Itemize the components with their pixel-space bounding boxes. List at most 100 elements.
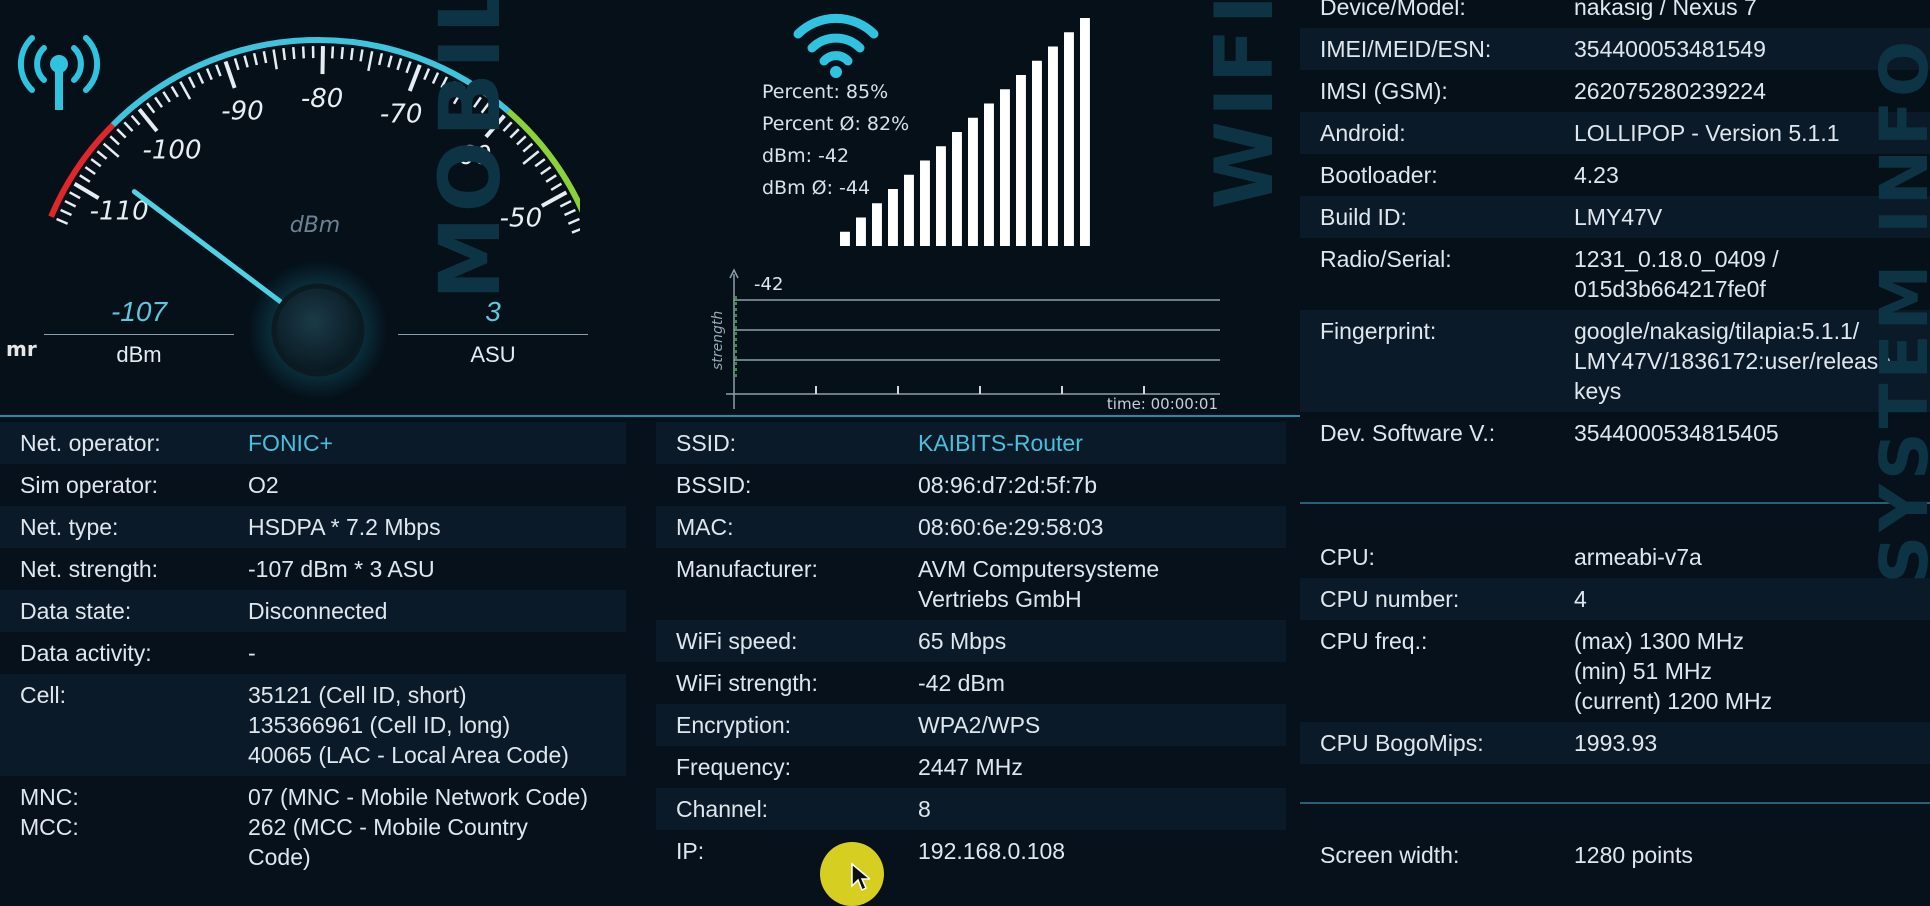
info-value: AVM Computersysteme Vertriebs GmbH [918,554,1286,614]
info-row: IP:192.168.0.108 [656,830,1286,872]
signal-bar [1064,32,1074,246]
info-row: Encryption:WPA2/WPS [656,704,1286,746]
info-row: Build ID:LMY47V [1300,196,1930,238]
gauge-tick [351,48,352,60]
info-row: CPU number:4 [1300,578,1930,620]
gauge-tick [155,97,162,107]
info-value: WPA2/WPS [918,710,1286,740]
graph-time-label: time: 00:00:01 [1107,395,1218,413]
gauge-tick [104,144,119,157]
signal-bar [840,232,850,246]
info-value: Disconnected [248,596,626,626]
gauge-tick [368,51,372,71]
gauge-tick [361,49,363,61]
signal-bar [952,132,962,246]
gauge-tick [542,192,566,206]
info-row: Cell:35121 (Cell ID, short) 135366961 (C… [0,674,626,776]
gauge-tick [388,56,391,68]
gauge-tick [379,53,382,65]
info-row: Data activity:- [0,632,626,674]
gauge-tick [398,58,402,69]
info-key: IMSI (GSM): [1300,76,1574,106]
info-key: BSSID: [656,470,918,500]
info-row: CPU BogoMips:1993.93 [1300,722,1930,764]
gauge-tick [57,219,68,224]
info-key: Bootloader: [1300,160,1574,190]
info-value: HSDPA * 7.2 Mbps [248,512,626,542]
info-key: Encryption: [656,710,918,740]
gauge-tick [85,167,95,174]
info-row: Net. strength:-107 dBm * 3 ASU [0,548,626,590]
signal-bar [872,203,882,246]
info-row: Device/Model:nakasig / Nexus 7 [1300,0,1930,28]
info-row: Bootloader:4.23 [1300,154,1930,196]
info-key: MNC: MCC: [0,782,248,872]
gauge-tick [274,49,277,69]
signal-bar [888,189,898,246]
gauge-unit-label: dBm [290,213,341,238]
gauge-tick [132,116,140,125]
gauge-tick [546,175,556,182]
system-separator-1 [1300,502,1930,504]
screen-info-table: Screen width:1280 points [1300,834,1930,876]
info-row: Data state:Disconnected [0,590,626,632]
watermark: mr [6,337,37,361]
wifi-section-label: WIFI [1205,0,1285,220]
signal-bar [1016,75,1026,246]
gauge-tick [551,184,561,190]
gauge-tick [523,151,539,164]
gauge-tick [264,51,266,63]
gauge-tick [70,192,80,198]
gauge-tick [303,46,304,58]
gauge-tick [293,47,294,59]
info-value: 2447 MHz [918,752,1286,782]
info-row: IMEI/MEID/ESN:354400053481549 [1300,28,1930,70]
info-row: WiFi strength:-42 dBm [656,662,1286,704]
info-value: 07 (MNC - Mobile Network Code) 262 (MCC … [248,782,626,872]
gauge-tick [110,136,119,144]
gauge-tick [407,61,411,72]
gauge-tick [226,61,235,87]
info-value: 1280 points [1574,840,1930,870]
info-row: Net. type:HSDPA * 7.2 Mbps [0,506,626,548]
top-divider [0,415,1300,417]
info-key: Data activity: [0,638,248,668]
gauge-tick [216,65,220,76]
graph-current-value: -42 [754,274,783,295]
gauge-tick [244,56,247,68]
gauge-tick-label: -70 [380,99,422,129]
info-row: Manufacturer:AVM Computersysteme Vertrie… [656,548,1286,620]
info-row: Channel:8 [656,788,1286,830]
info-key: Data state: [0,596,248,626]
info-key: CPU: [1300,542,1574,572]
info-key: CPU freq.: [1300,626,1574,716]
info-key: Device/Model: [1300,0,1574,22]
gauge-tick [198,73,203,84]
gauge-tick [565,210,576,215]
gauge-tick [535,159,545,166]
info-key: IMEI/MEID/ESN: [1300,34,1574,64]
gauge-tick [147,103,154,113]
info-row: MNC: MCC:07 (MNC - Mobile Network Code) … [0,776,626,878]
gauge-tick [189,77,194,88]
info-key: Android: [1300,118,1574,148]
info-value: 1993.93 [1574,728,1930,758]
asu-readout-value: 3 [398,296,588,328]
info-key: Net. strength: [0,554,248,584]
gauge-tick-label: -110 [90,197,149,227]
gauge-tick [97,151,106,159]
signal-bar [1080,18,1090,246]
info-row: WiFi speed:65 Mbps [656,620,1286,662]
info-value: 8 [918,794,1286,824]
info-row: Android:LOLLIPOP - Version 5.1.1 [1300,112,1930,154]
asu-readout-unit: ASU [398,342,588,368]
signal-bar [1000,89,1010,246]
signal-bar [968,118,978,246]
gauge-knob [274,286,362,374]
info-row: SSID:KAIBITS-Router [656,422,1286,464]
info-value: 192.168.0.108 [918,836,1286,866]
info-value: 08:96:d7:2d:5f:7b [918,470,1286,500]
mobile-section-label: MOBILE [430,0,510,300]
